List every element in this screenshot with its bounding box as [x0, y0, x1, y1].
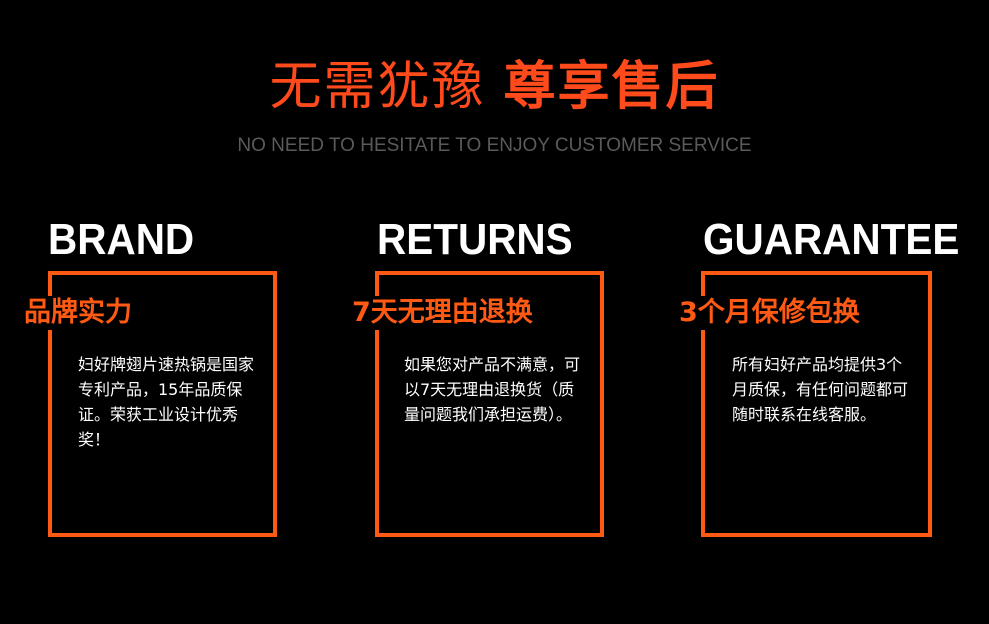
card-tagline: 7天无理由退换: [352, 296, 537, 330]
card-heading: RETURNS: [377, 215, 573, 264]
card-tagline: 品牌实力: [24, 296, 136, 330]
title-bold-part: 尊享售后: [503, 57, 720, 117]
card-body-text: 所有妇好产品均提供3个月质保，有任何问题都可随时联系在线客服。: [732, 355, 909, 424]
card-heading: BRAND: [48, 215, 195, 264]
card-body-text: 如果您对产品不满意，可以7天无理由退换货（质量问题我们承担运费）。: [404, 355, 581, 424]
page-subtitle: NO NEED TO HESITATE TO ENJOY CUSTOMER SE…: [237, 135, 752, 156]
card-frame: [701, 271, 932, 537]
card-body-text: 妇好牌翅片速热锅是国家专利产品，15年品质保证。荣获工业设计优秀奖！: [78, 355, 255, 449]
card-heading: GUARANTEE: [703, 215, 960, 264]
card-frame: [375, 271, 604, 537]
title-light-part: 无需犹豫: [269, 57, 486, 117]
page-title: 无需犹豫尊享售后: [0, 52, 989, 122]
card-tagline: 3个月保修包换: [679, 296, 864, 330]
card-frame: [48, 271, 277, 537]
